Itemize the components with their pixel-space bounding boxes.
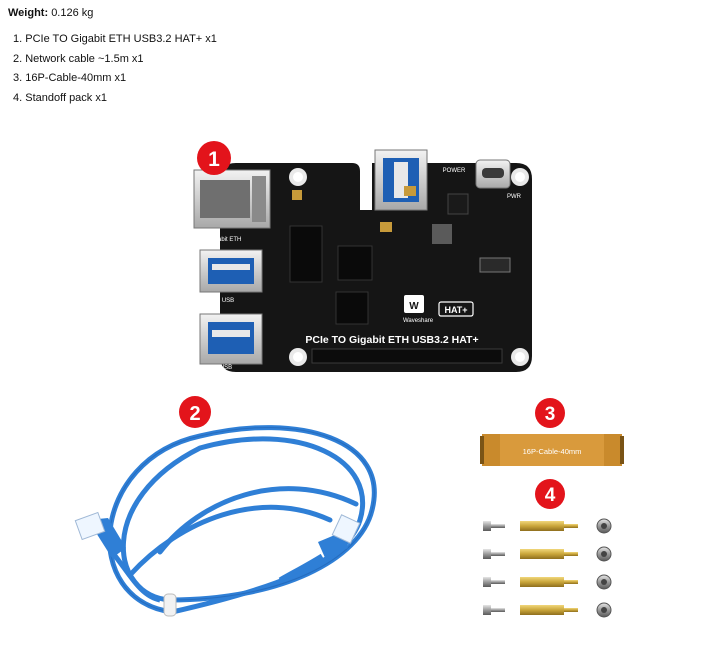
hat-badge: HAT+	[444, 305, 467, 315]
badge-4: 4	[535, 479, 565, 509]
svg-text:1: 1	[208, 148, 220, 171]
usb-port-top	[374, 149, 428, 211]
network-cable: 2	[74, 396, 377, 617]
list-item: 4. Standoff pack x1	[13, 91, 107, 104]
rj45-plug-right	[318, 514, 361, 560]
waveshare-logo: W	[404, 295, 424, 313]
label-usb-left-2: USB	[220, 365, 232, 371]
board-pcb	[220, 163, 532, 372]
badge-1: 1	[197, 141, 231, 175]
hat-badge-frame	[438, 301, 474, 317]
svg-text:4: 4	[545, 485, 556, 506]
svg-text:3: 3	[545, 404, 556, 425]
ethernet-port	[193, 169, 271, 229]
label-power: POWER	[443, 168, 466, 174]
brand-label: Waveshare	[403, 318, 434, 324]
badge-3: 3	[535, 398, 565, 428]
label-usb-top: USB	[360, 168, 372, 174]
weight-label: Weight:	[8, 7, 49, 19]
svg-text:W: W	[409, 301, 419, 312]
pcie-hat-board: Gigabit ETH USB USB USB POWER PWR	[193, 141, 532, 372]
label-gigabit-eth: Gigabit ETH	[209, 237, 242, 243]
cable-tie	[163, 593, 177, 617]
package-contents-list: 1. PCIe TO Gigabit ETH USB3.2 HAT+ x1 2.…	[13, 33, 217, 111]
ribbon-label: 16P-Cable-40mm	[523, 447, 582, 456]
svg-text:2: 2	[189, 403, 200, 425]
standoff-set-row	[483, 546, 612, 562]
standoff-set-row	[483, 602, 612, 618]
weight-value: 0.126 kg	[51, 7, 94, 19]
standoff-set-row	[483, 574, 612, 590]
rj45-plug-left	[74, 511, 126, 558]
board-chips	[289, 186, 511, 325]
gpio-header	[311, 348, 503, 364]
weight-line: Weight: 0.126 kg	[8, 7, 93, 19]
usb-c-power-port	[475, 159, 511, 189]
label-usb-left-1: USB	[222, 298, 234, 304]
ribbon-cable: 16P-Cable-40mm	[480, 434, 624, 466]
list-item: 1. PCIe TO Gigabit ETH USB3.2 HAT+ x1	[13, 33, 217, 45]
mounting-holes	[289, 168, 529, 366]
label-pwr: PWR	[507, 194, 522, 200]
list-item: 3. 16P-Cable-40mm x1	[13, 72, 127, 84]
board-title: PCIe TO Gigabit ETH USB3.2 HAT+	[305, 334, 478, 346]
standoff-set-row	[483, 518, 612, 534]
badge-2: 2	[179, 396, 211, 428]
usb-port-left-1	[199, 249, 263, 293]
standoff-pack	[483, 518, 612, 618]
usb-port-left-2	[199, 313, 263, 365]
list-item: 2. Network cable ~1.5m x1	[13, 52, 144, 65]
